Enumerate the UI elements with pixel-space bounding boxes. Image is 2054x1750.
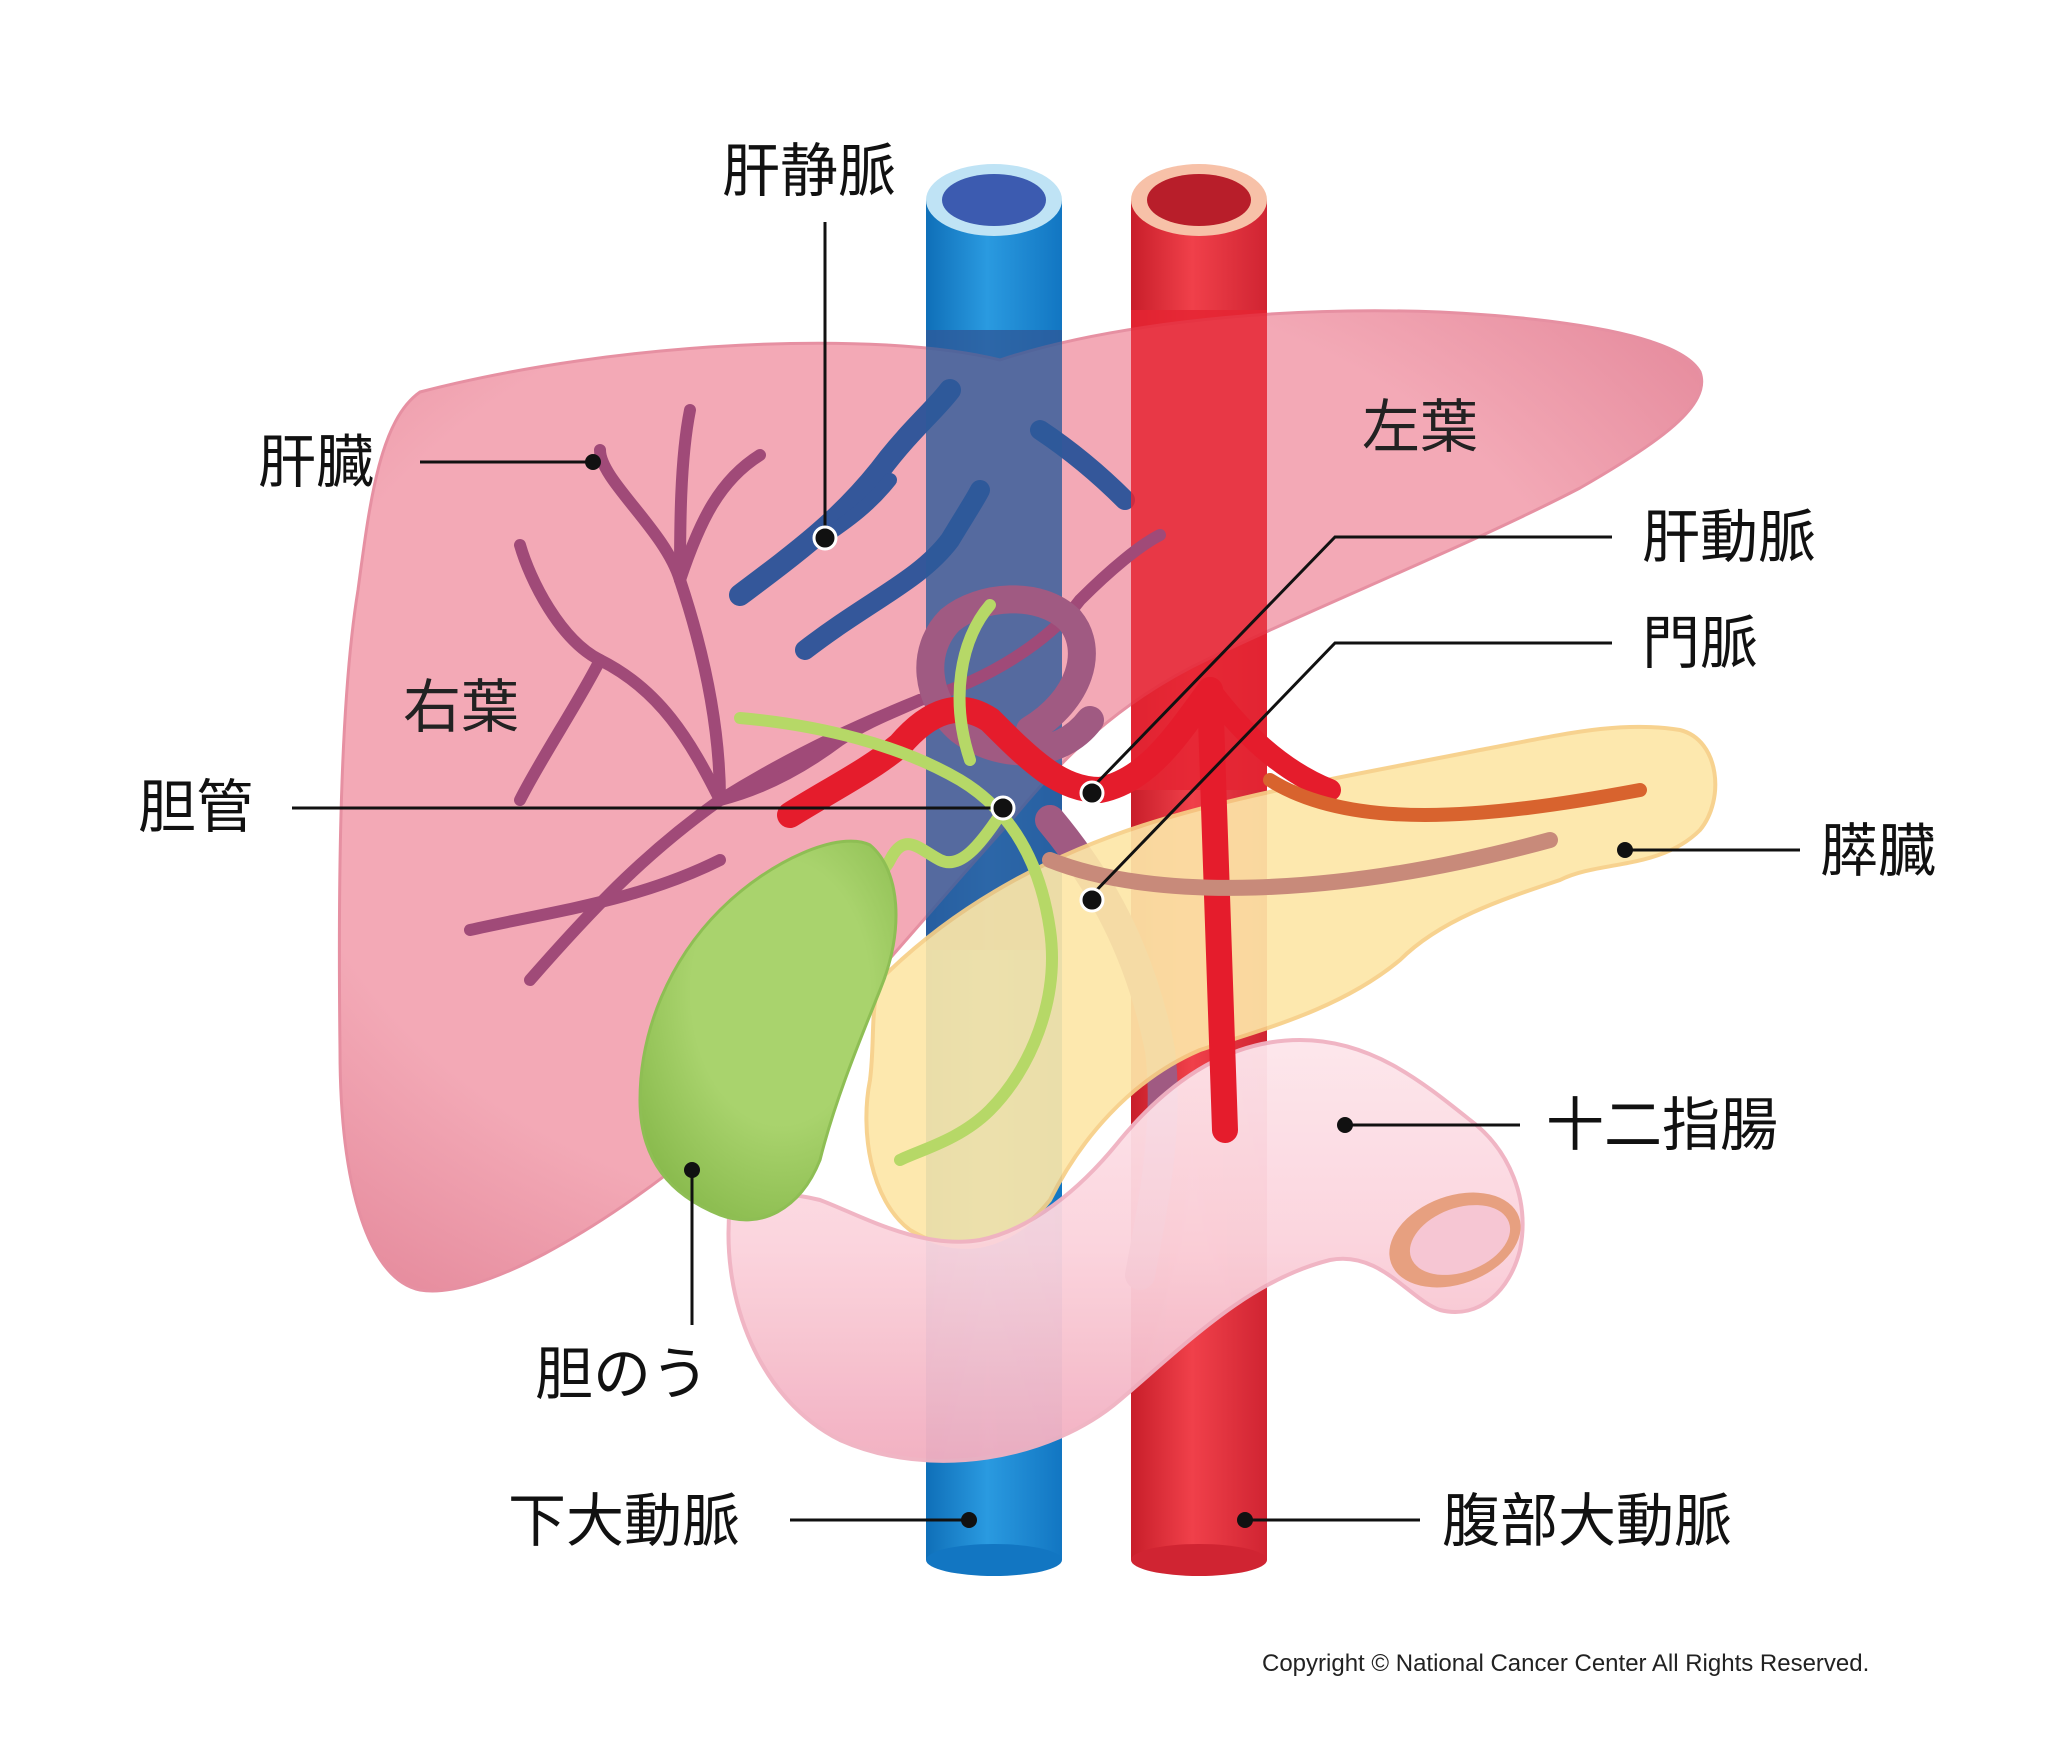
ivc-top-opening: [926, 164, 1062, 236]
label-liver: 肝臓: [258, 428, 375, 496]
label-hepatic-artery: 肝動脈: [1642, 503, 1817, 571]
splenic-artery: [1263, 773, 1647, 822]
label-gallbladder: 胆のう: [535, 1340, 710, 1408]
splenic-vein: [1042, 832, 1558, 896]
label-duodenum: 十二指腸: [1546, 1091, 1779, 1159]
label-inferior-vena-cava: 下大動脈: [508, 1487, 741, 1555]
duodenum-opening: [1389, 1192, 1521, 1288]
label-hepatic-vein: 肝静脈: [722, 137, 897, 205]
aorta-top-opening: [1131, 164, 1267, 236]
gallbladder: [638, 839, 898, 1222]
label-right-lobe: 右葉: [403, 673, 520, 741]
duodenum: [726, 1037, 1525, 1463]
label-pancreas: 膵臓: [1820, 817, 1937, 885]
label-abdominal-aorta: 腹部大動脈: [1442, 1487, 1733, 1555]
label-bile-duct: 胆管: [138, 773, 255, 841]
label-left-lobe: 左葉: [1362, 393, 1479, 461]
copyright-notice: Copyright © National Cancer Center All R…: [1262, 1650, 1870, 1677]
leader-lines: [292, 222, 1800, 1522]
label-dots: [585, 454, 1633, 1528]
hepatic-artery: [777, 677, 1341, 1143]
label-portal-vein: 門脈: [1642, 609, 1759, 677]
